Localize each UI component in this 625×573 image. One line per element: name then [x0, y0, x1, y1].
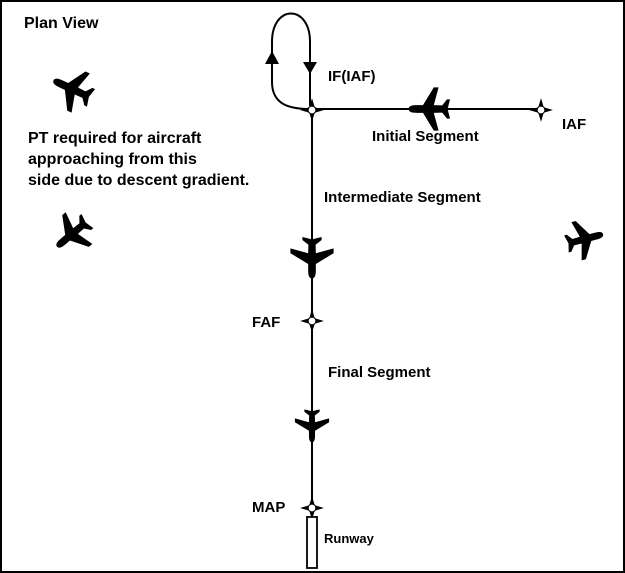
fix-symbol-if-iaf-icon: [299, 97, 325, 123]
pt-note: PT required for aircraft approaching fro…: [28, 128, 249, 191]
segment-label-initial: Initial Segment: [372, 128, 479, 145]
segment-label-intermediate: Intermediate Segment: [324, 189, 481, 206]
aircraft-icon: [561, 215, 609, 264]
aircraft-icon: [44, 60, 101, 118]
procedure-turn-icon: [265, 12, 317, 110]
pt-note-line: PT required for aircraft: [28, 130, 202, 147]
fix-label-faf: FAF: [252, 314, 281, 331]
pt-note-line: side due to descent gradient.: [28, 172, 250, 189]
runway-symbol: [306, 516, 318, 569]
fix-label-if-iaf: IF(IAF): [328, 68, 376, 85]
aircraft-icon: [290, 237, 334, 279]
runway-label: Runway: [324, 531, 374, 546]
aircraft-icon: [408, 87, 450, 131]
segment-label-final: Final Segment: [328, 364, 431, 381]
plan-view-title: Plan View: [24, 15, 99, 32]
fix-label-iaf: IAF: [562, 116, 587, 133]
aircraft-icon: [43, 205, 101, 263]
fix-symbol-faf-icon: [299, 308, 325, 334]
pt-note-line: approaching from this: [28, 151, 197, 168]
fix-symbol-iaf-icon: [528, 97, 554, 123]
fix-label-map: MAP: [252, 499, 286, 516]
aircraft-icon: [294, 409, 330, 443]
